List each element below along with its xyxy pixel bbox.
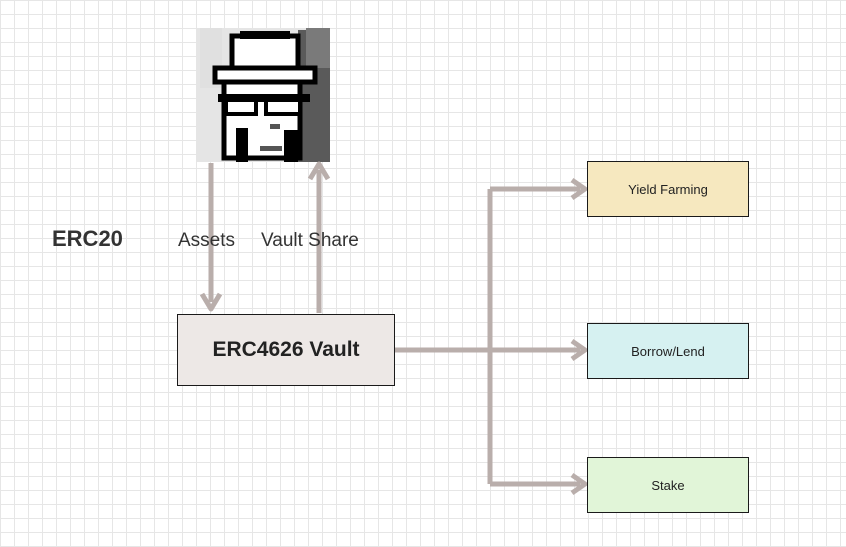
arrow-to-borrow-lend [570, 338, 588, 362]
arrow-to-yield-farming [490, 177, 588, 201]
yield-farming-label: Yield Farming [628, 181, 708, 197]
vault-share-label: Vault Share [261, 230, 359, 251]
assets-label: Assets [178, 230, 236, 251]
borrow-lend-box[interactable]: Borrow/Lend [587, 323, 749, 379]
stake-label: Stake [651, 477, 685, 493]
yield-farming-box[interactable]: Yield Farming [587, 161, 749, 217]
borrow-lend-label: Borrow/Lend [631, 343, 705, 359]
pixel-avatar-hat-sunglasses-icon [196, 28, 330, 162]
vault-label: ERC4626 Vault [212, 338, 360, 361]
vault-output-connector [395, 189, 580, 484]
vault-share-arrow [307, 161, 331, 313]
stake-box[interactable]: Stake [587, 457, 749, 513]
erc20-label: ERC20 [52, 226, 123, 251]
assets-arrow [199, 163, 223, 312]
arrow-to-stake [490, 472, 588, 496]
erc4626-vault-box[interactable]: ERC4626 Vault [177, 314, 395, 386]
